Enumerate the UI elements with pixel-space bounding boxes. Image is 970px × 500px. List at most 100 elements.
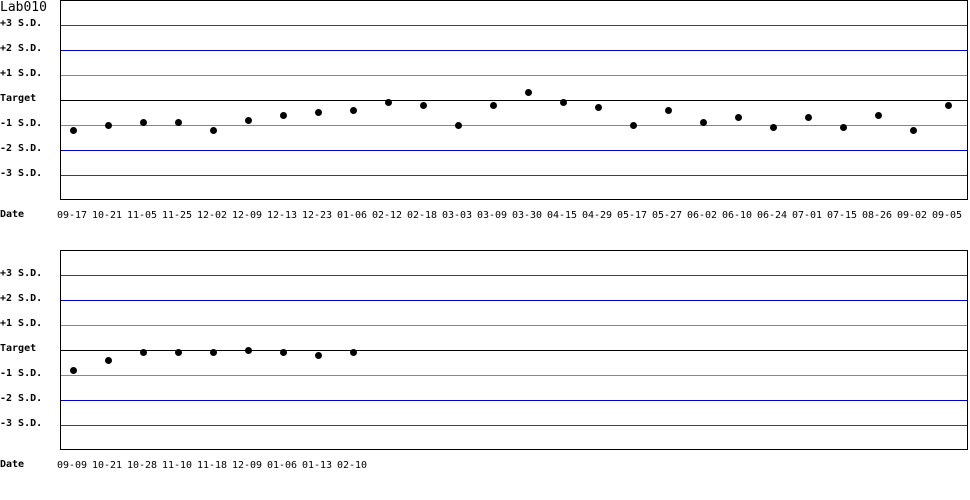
x-axis-tick-label: 06-24 <box>756 210 788 221</box>
x-axis-tick-label: 09-17 <box>56 210 88 221</box>
y-axis-label: -3 S.D. <box>0 168 43 179</box>
x-axis-tick-label: 11-18 <box>196 460 228 471</box>
data-point <box>384 99 392 106</box>
x-axis-tick-label: 05-27 <box>651 210 683 221</box>
data-point <box>699 119 707 126</box>
y-axis-label: +3 S.D. <box>0 18 43 29</box>
x-axis-title: Date <box>0 209 25 220</box>
data-point <box>209 126 217 134</box>
x-axis-tick-label: 08-26 <box>861 210 893 221</box>
data-point <box>349 106 357 114</box>
x-axis-tick-label: 12-23 <box>301 210 333 221</box>
x-axis-tick-label: 04-15 <box>546 210 578 221</box>
data-point <box>559 99 567 106</box>
y-axis-label: -2 S.D. <box>0 143 43 154</box>
x-axis-tick-label: 12-09 <box>231 460 263 471</box>
data-point <box>874 111 882 119</box>
x-axis-tick-label: 02-10 <box>336 460 368 471</box>
x-axis-tick-label: 03-03 <box>441 210 473 221</box>
x-axis-tick-label: 10-21 <box>91 460 123 471</box>
data-point <box>839 124 847 131</box>
minus-1-sd-line <box>61 125 967 126</box>
data-point <box>279 349 287 356</box>
minus-2-sd-line <box>61 150 967 151</box>
data-point <box>209 349 217 356</box>
data-point <box>734 114 742 121</box>
x-axis-tick-label: 12-13 <box>266 210 298 221</box>
minus-2-sd-line <box>61 400 967 401</box>
x-axis-tick-label: 01-06 <box>266 460 298 471</box>
y-axis-label: Target <box>0 93 37 104</box>
data-point <box>139 119 147 126</box>
data-point <box>314 351 322 359</box>
target-line <box>61 100 967 101</box>
x-axis-tick-label: 11-05 <box>126 210 158 221</box>
x-axis-tick-label: 07-15 <box>826 210 858 221</box>
data-point <box>349 349 357 356</box>
minus-1-sd-line <box>61 375 967 376</box>
data-point <box>244 116 252 124</box>
data-point <box>104 356 112 364</box>
x-axis-tick-label: 02-18 <box>406 210 438 221</box>
data-point <box>804 114 812 121</box>
data-point <box>489 101 497 109</box>
plus-2-sd-line <box>61 300 967 301</box>
data-point <box>664 106 672 114</box>
x-axis-tick-label: 04-29 <box>581 210 613 221</box>
x-axis-tick-label: 06-02 <box>686 210 718 221</box>
data-point <box>769 124 777 131</box>
y-axis-label: -1 S.D. <box>0 368 43 379</box>
x-axis-tick-label: 12-09 <box>231 210 263 221</box>
data-point <box>594 104 602 111</box>
x-axis-tick-label: 09-02 <box>896 210 928 221</box>
x-axis-tick-label: 03-09 <box>476 210 508 221</box>
data-point <box>419 101 427 109</box>
control-chart-plot-1 <box>60 0 968 200</box>
y-axis-label: +2 S.D. <box>0 43 43 54</box>
y-axis-label: +2 S.D. <box>0 293 43 304</box>
data-point <box>524 89 532 96</box>
x-axis-tick-label: 05-17 <box>616 210 648 221</box>
control-chart-plot-2 <box>60 250 968 450</box>
plus-1-sd-line <box>61 75 967 76</box>
x-axis-tick-label: 07-01 <box>791 210 823 221</box>
data-point <box>279 111 287 119</box>
data-point <box>944 101 952 109</box>
data-point <box>909 126 917 134</box>
x-axis-tick-label: 10-21 <box>91 210 123 221</box>
x-axis-tick-label: 11-25 <box>161 210 193 221</box>
data-point <box>244 346 252 354</box>
x-axis-tick-label: 03-30 <box>511 210 543 221</box>
data-point <box>454 121 462 129</box>
x-axis-tick-label: 06-10 <box>721 210 753 221</box>
x-axis-tick-label: 10-28 <box>126 460 158 471</box>
data-point <box>139 349 147 356</box>
plus-3-sd-line <box>61 25 967 26</box>
x-axis-tick-label: 09-05 <box>931 210 963 221</box>
y-axis-label: Target <box>0 343 37 354</box>
y-axis-label: -2 S.D. <box>0 393 43 404</box>
target-line <box>61 350 967 351</box>
data-point <box>69 126 77 134</box>
x-axis-tick-label: 11-10 <box>161 460 193 471</box>
plus-2-sd-line <box>61 50 967 51</box>
data-point <box>69 366 77 374</box>
plus-1-sd-line <box>61 325 967 326</box>
y-axis-label: +1 S.D. <box>0 68 43 79</box>
data-point <box>629 121 637 129</box>
x-axis-tick-label: 12-02 <box>196 210 228 221</box>
minus-3-sd-line <box>61 175 967 176</box>
y-axis-label: +3 S.D. <box>0 268 43 279</box>
x-axis-tick-label: 01-06 <box>336 210 368 221</box>
minus-3-sd-line <box>61 425 967 426</box>
x-axis-title: Date <box>0 459 25 470</box>
y-axis-label: +1 S.D. <box>0 318 43 329</box>
data-point <box>174 119 182 126</box>
data-point <box>174 349 182 356</box>
y-axis-label: -1 S.D. <box>0 118 43 129</box>
x-axis-tick-label: 09-09 <box>56 460 88 471</box>
data-point <box>314 109 322 116</box>
x-axis-tick-label: 01-13 <box>301 460 333 471</box>
plus-3-sd-line <box>61 275 967 276</box>
x-axis-tick-label: 02-12 <box>371 210 403 221</box>
